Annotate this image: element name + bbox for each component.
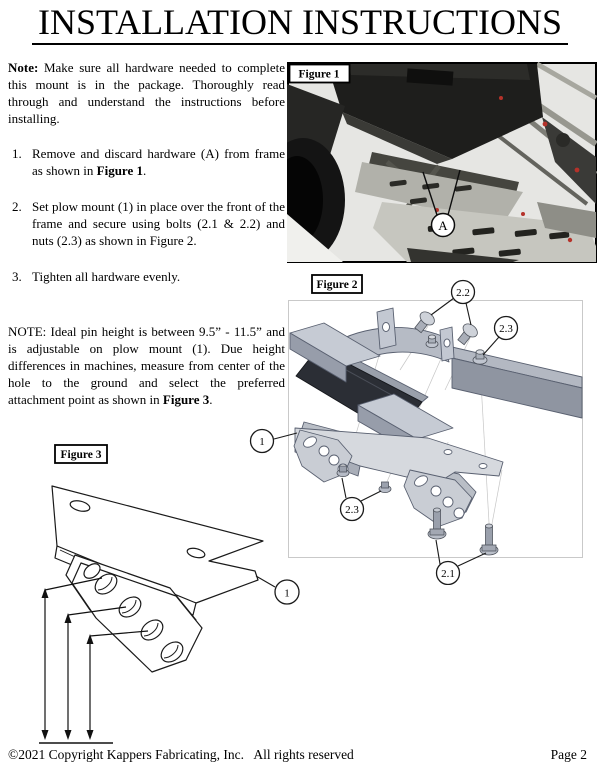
flange-nut-icon <box>336 465 350 477</box>
page-title: INSTALLATION INSTRUCTIONS <box>31 3 569 45</box>
hardware-bottom <box>336 465 499 556</box>
bolt-icon <box>479 523 499 556</box>
pin-height-note: NOTE: Ideal pin height is between 9.5” -… <box>8 324 285 407</box>
hardware-top <box>414 311 488 365</box>
step-3: 3. Tighten all hardware evenly. <box>8 268 285 285</box>
step-3-text: Tighten all hardware evenly. <box>32 269 181 284</box>
step-1: 1. Remove and discard hardware (A) from … <box>8 145 285 179</box>
callout-a: A <box>422 169 461 238</box>
page-number: Page 2 <box>550 747 587 762</box>
machine-underside-photo <box>287 62 597 262</box>
figure-2-callouts: 2.2 2.3 1 2.3 2.1 <box>249 279 519 585</box>
figure-1-label-text: Figure 1 <box>299 69 340 81</box>
instruction-column: Note: Make sure all hardware needed to c… <box>8 59 285 426</box>
copyright-text: ©2021 Copyright Kappers Fabricating, Inc… <box>8 747 354 762</box>
figure-2-label-text: Figure 2 <box>317 279 358 291</box>
mount-line-art <box>51 485 264 673</box>
figure-3-callout-1: 1 <box>255 575 300 605</box>
figure-3-label: Figure 3 <box>54 444 108 464</box>
callout-1-label: 1 <box>284 588 290 600</box>
step-3-number: 3. <box>12 269 22 284</box>
step-2-number: 2. <box>12 199 22 214</box>
step-2-text: Set plow mount (1) in place over the fro… <box>32 199 285 248</box>
callout-a-label: A <box>438 218 448 233</box>
bolt-icon <box>457 323 478 346</box>
figure-3-drawing: 1 Figure 3 <box>39 444 300 744</box>
flange-nut-icon <box>472 349 488 365</box>
intro-note: Note: Make sure all hardware needed to c… <box>8 59 285 127</box>
callout-2-2: 2.2 <box>456 287 470 299</box>
callout-1: 1 <box>259 436 265 448</box>
bracket-holes <box>94 573 184 663</box>
figure-1-photo: A Figure 1 <box>287 62 597 263</box>
bolt-icon <box>427 507 447 540</box>
step-1-text: Remove and discard hardware (A) from fra… <box>32 146 285 178</box>
title-area: INSTALLATION INSTRUCTIONS <box>0 3 600 45</box>
step-1-number: 1. <box>12 146 22 161</box>
callout-2-3-bottom: 2.3 <box>345 504 359 516</box>
intro-note-label: Note: <box>8 60 39 75</box>
figure-2-label: Figure 2 <box>311 274 363 294</box>
figure-3-label-text: Figure 3 <box>61 449 102 461</box>
step-2: 2. Set plow mount (1) in place over the … <box>8 198 285 249</box>
callout-2-3-top: 2.3 <box>499 323 513 335</box>
flange-nut-icon <box>425 334 439 349</box>
callout-2-1: 2.1 <box>441 568 455 580</box>
intro-note-text: Make sure all hardware needed to complet… <box>8 60 285 126</box>
flange-nut-icon <box>378 481 392 493</box>
figure-1-label: Figure 1 <box>288 63 351 84</box>
arrowheads <box>41 588 94 740</box>
bolt-icon <box>414 311 435 334</box>
figure-2-drawing: 2.2 2.3 1 2.3 2.1 Figure 2 <box>249 274 583 585</box>
pin-height-dimensions <box>39 577 149 744</box>
